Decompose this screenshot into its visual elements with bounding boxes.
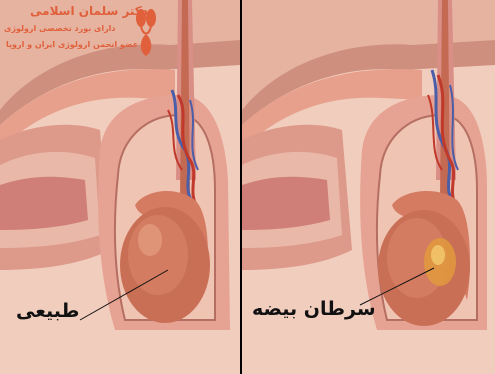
normal-caption: طبیعی — [16, 300, 79, 322]
clinic-watermark: دکتر سلمان اسلامی دارای بورد تخصصی ارولو… — [0, 0, 160, 72]
doctor-credential-2: عضو انجمن ارولوژی ایران و اروپا — [6, 40, 138, 49]
cancer-caption: سرطان بیضه — [252, 298, 376, 320]
normal-testis-panel: دکتر سلمان اسلامی دارای بورد تخصصی ارولو… — [0, 0, 240, 374]
testicular-cancer-panel: سرطان بیضه — [242, 0, 495, 374]
doctor-name: دکتر سلمان اسلامی — [30, 4, 148, 18]
doctor-credential-1: دارای بورد تخصصی ارولوژی — [4, 24, 116, 33]
